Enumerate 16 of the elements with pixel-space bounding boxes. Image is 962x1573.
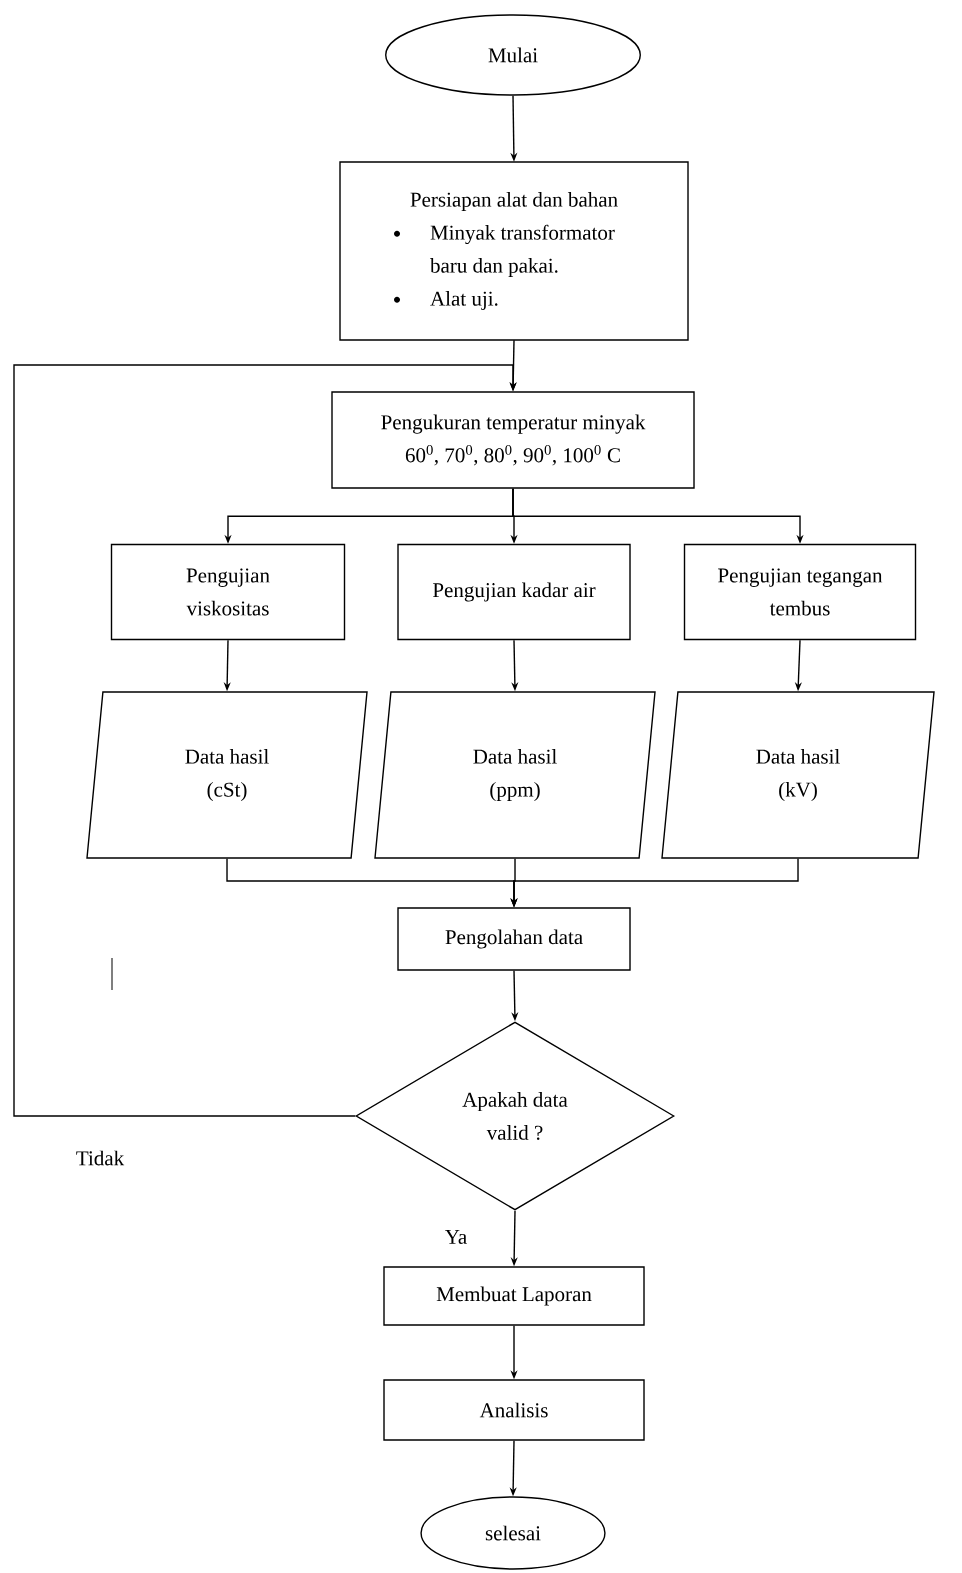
process-box: Pengujian viskositas	[110, 543, 346, 641]
data-parallelogram: Data hasil (kV)	[661, 691, 935, 859]
data-parallelogram: Data hasil (cSt)	[86, 691, 368, 859]
process-box: Analisis	[383, 1379, 645, 1441]
edge-label: Tidak	[73, 1148, 127, 1168]
edge-label: Ya	[442, 1228, 470, 1246]
process-box: Pengujian kadar air	[397, 543, 631, 641]
arrow	[13, 364, 517, 1117]
process-box: Pengukuran temperatur minyak 60$^{0}$, 70$^{0}$, 80$^{0}$, 90$^{0}$, 100$^{0}$ C	[331, 391, 695, 489]
process-box: Pengolahan data	[397, 907, 631, 971]
process-box: Membuat Laporan	[383, 1266, 645, 1326]
data-parallelogram: Data hasil (ppm)	[374, 691, 656, 859]
terminal-oval: Mulai	[385, 14, 641, 96]
process-box: Persiapan alat dan bahan Minyak transformator baru dan pakai. Alat uji.	[339, 161, 689, 341]
process-box: Pengujian tegangan tembus	[683, 543, 917, 641]
terminal-oval: selesai	[420, 1496, 606, 1570]
